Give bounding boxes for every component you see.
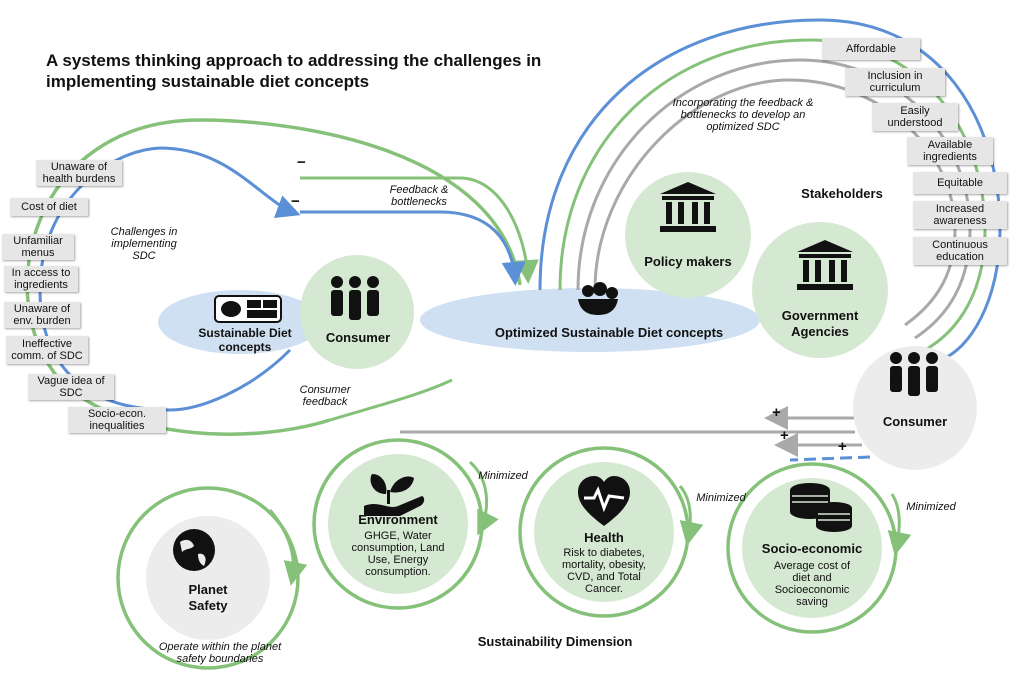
bank-building-icon [660,182,716,232]
stakeholder-tag: Available ingredients [907,137,993,165]
stakeholder-tag: Increased awareness [913,201,1007,229]
people-icon [890,352,938,396]
challenge-tag: Vague idea of SDC [28,374,114,400]
diagram-title: A systems thinking approach to addressin… [46,51,542,91]
policy-makers-circle [625,172,751,298]
challenge-tag: Unfamiliar menus [2,234,74,260]
coin-stack-icon [790,483,852,532]
consumer-right-circle [853,346,977,470]
socio-title: Socio-economic [761,541,863,556]
health-title: Health [584,530,624,545]
plus-sign: + [772,404,781,421]
bank-building-icon [797,240,853,290]
minus-sign: − [291,193,300,210]
fruit-bowl-icon [578,282,618,315]
challenge-tag: Cost of diet [10,198,88,216]
feedback-arrow-blue [300,210,526,286]
minus-sign: − [297,154,306,171]
incorporating-label: Incorporating the feedback & bottlenecks… [672,97,814,133]
challenge-tag: Unaware of health burdens [36,160,122,186]
plus-line-4 [789,455,871,462]
planet-title: Planet Safety [188,582,228,613]
optimized-label: Optimized Sustainable Diet concepts [494,325,724,340]
arc-blue [538,18,1002,362]
stakeholders-label: Stakeholders [801,186,883,201]
consumer-right-label: Consumer [882,414,948,429]
optimized-ellipse [420,288,760,352]
socio-desc: Average cost of diet and Socioeconomic s… [773,560,851,608]
policy-makers-label: Policy makers [644,254,732,269]
planet-caption: Operate within the planet safety boundar… [158,641,282,665]
sustainability-label: Sustainability Dimension [477,634,633,649]
health-desc: Risk to diabetes, mortality, obesity, CV… [562,547,646,595]
globe-icon [173,529,215,571]
environment-desc: GHGE, Water consumption, Land Use, Energ… [351,530,445,578]
left-inner-loop [38,146,301,412]
challenge-tag: In access to ingredients [4,266,78,292]
heartbeat-icon [578,476,630,526]
challenges-label: Challenges in implementing SDC [110,226,178,262]
minimized-label: Minimized [478,470,528,482]
food-tray-icon [214,295,282,323]
stakeholder-tag: Easily understood [872,103,958,131]
challenge-tag: Socio-econ. inequalities [68,407,166,433]
minimized-label: Minimized [906,501,956,513]
stakeholder-tag: Equitable [913,172,1007,194]
stakeholder-tag: Affordable [822,38,920,60]
consumer-feedback-label: Consumer feedback [299,384,351,408]
plant-hand-icon [364,474,425,516]
challenge-tag: Unaware of env. burden [4,302,80,328]
environment-title: Environment [358,512,438,527]
government-label: Government Agencies [781,308,859,339]
consumer-feedback-arrow [329,378,453,422]
people-icon [331,276,379,320]
plus-sign: + [780,427,789,444]
stakeholder-tag: Inclusion in curriculum [845,68,945,96]
minimized-label: Minimized [696,492,746,504]
stakeholder-tag: Continuous education [913,237,1007,265]
feedback-arrow-green [300,176,539,284]
feedback-label: Feedback & bottlenecks [389,184,449,208]
sdc-label: Sustainable Diet concepts [198,326,292,354]
consumer-left-label: Consumer [325,330,391,345]
challenge-tag: Ineffective comm. of SDC [6,336,88,364]
plus-sign: + [838,438,847,455]
